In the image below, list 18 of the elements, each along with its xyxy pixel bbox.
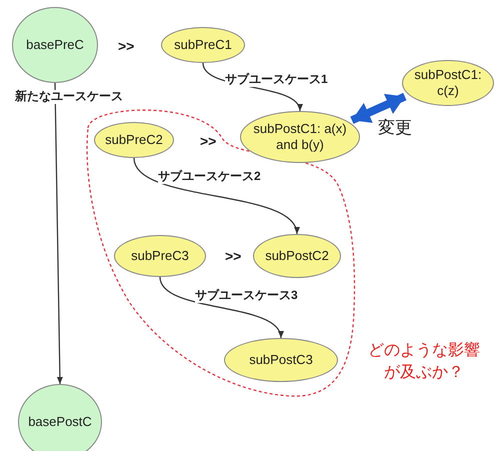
arrow: [54, 82, 63, 384]
arrow: [159, 276, 282, 338]
ellipse-node: basePreC: [12, 7, 98, 83]
edge-label: サブユースケース3: [195, 289, 298, 303]
ellipse-node: subPostC3: [224, 338, 338, 382]
ellipse-node: subPreC2: [94, 122, 174, 158]
ellipse-node: subPostC1: c(z): [402, 60, 494, 106]
ellipse-node: subPreC3: [114, 235, 206, 277]
edge-label: 変更: [378, 118, 412, 138]
edge-label: サブユースケース1: [225, 73, 328, 87]
ellipse-node: subPreC1: [161, 27, 245, 63]
ellipse-node: subPostC2: [253, 234, 341, 278]
edge-label: 新たなユースケース: [15, 90, 123, 104]
double-arrow: [350, 92, 406, 124]
edge-label: サブユースケース2: [158, 170, 261, 184]
ellipse-node: subPostC1: a(x) and b(y): [240, 111, 360, 163]
ellipse-node: basePostC: [18, 384, 102, 451]
arrow: [133, 158, 298, 234]
